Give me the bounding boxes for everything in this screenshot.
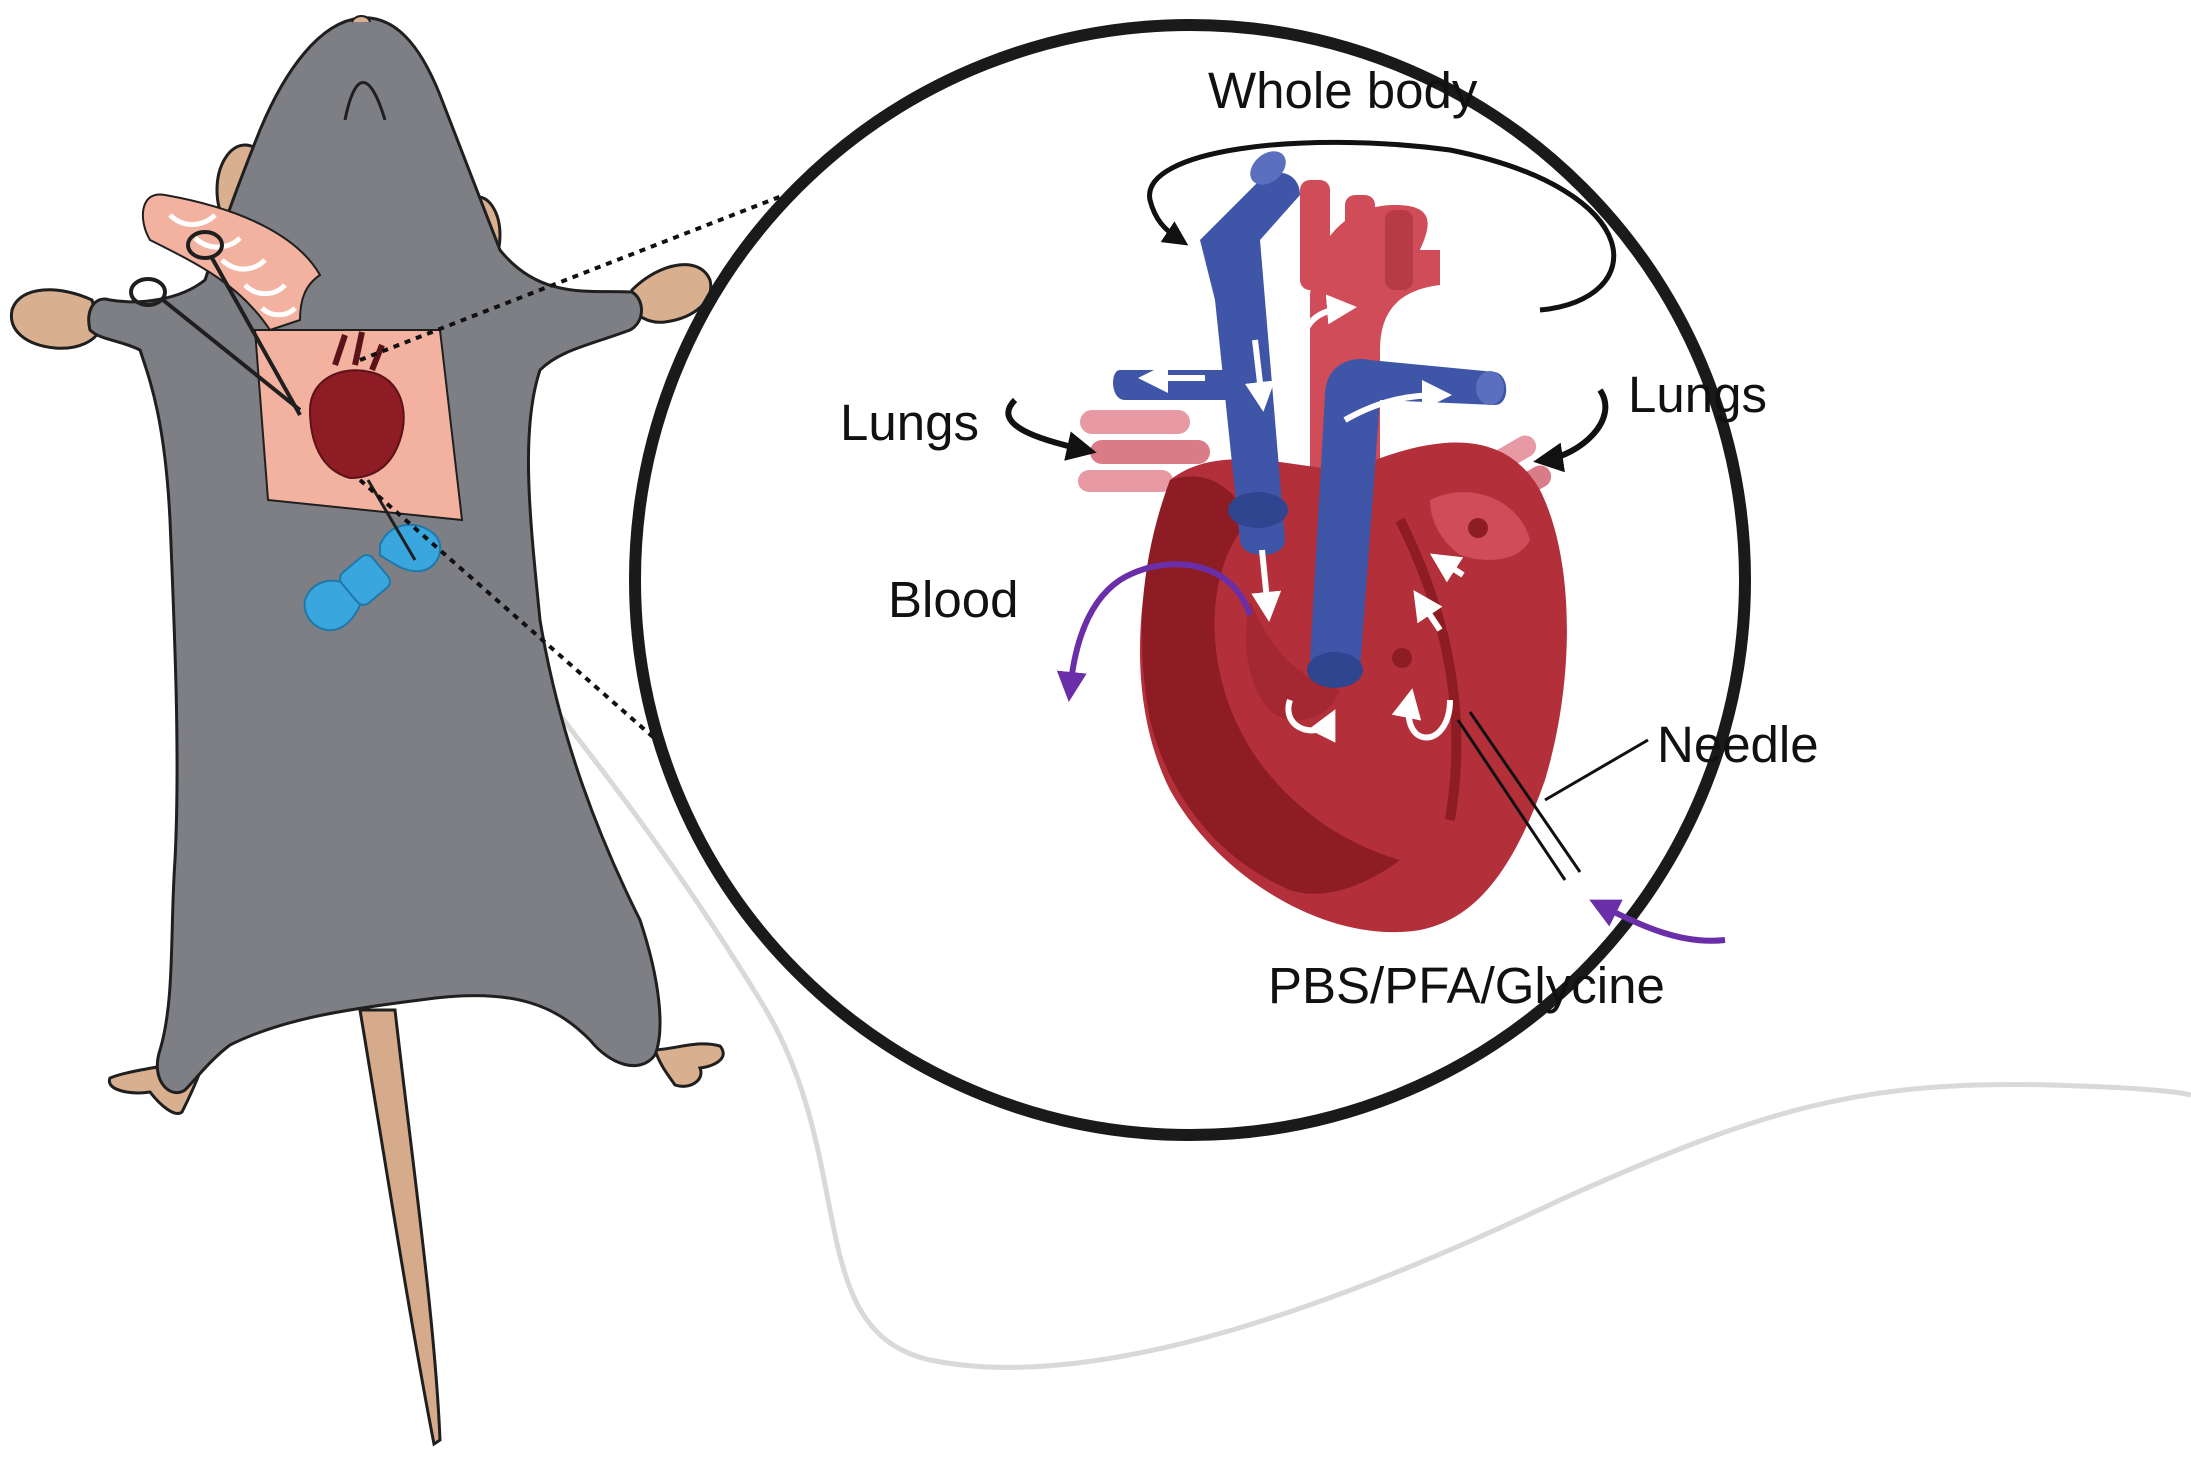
inner-shading (1246, 600, 1340, 721)
solution-in-arrow (1589, 899, 1726, 944)
pulmonary-vessels-left (1078, 410, 1210, 492)
needle-icon (1456, 711, 1582, 881)
aorta-branch-1 (1300, 180, 1330, 290)
scissors-icon (129, 230, 302, 416)
needle-leader-line (1544, 738, 1649, 802)
blood-out-arrow (1056, 561, 1253, 702)
chamber-1 (1468, 518, 1488, 538)
aorta-branch-3 (1385, 210, 1413, 290)
label-lungs-right: Lungs (1628, 366, 1767, 423)
inferior-vena-cava (1228, 492, 1288, 528)
label-needle: Needle (1657, 716, 1819, 773)
zoom-line-top (359, 78, 1081, 362)
mouse-front-paw-left (9, 288, 102, 350)
perfusion-tube (477, 608, 2191, 1370)
mouse-mouth (343, 81, 387, 121)
aorta-branch-2 (1345, 195, 1375, 290)
whole-body-arrow (1147, 139, 1617, 313)
lungs-left-arrow (1005, 397, 1097, 461)
vena-cava-opening (1250, 151, 1286, 185)
butterfly-needle-icon (303, 479, 442, 632)
pulmonary-artery-base (1307, 652, 1363, 688)
heart-ridge (1395, 517, 1462, 821)
skin-flap (142, 193, 322, 332)
label-lungs-left: Lungs (840, 394, 979, 451)
lungs-right-arrow (1533, 388, 1609, 473)
pulmonary-artery-end (1476, 371, 1504, 405)
chamber-2 (1392, 648, 1412, 668)
mouse-heart (308, 331, 405, 480)
label-solution: PBS/PFA/Glycine (1268, 957, 1665, 1014)
mouse-icon (9, 15, 725, 1447)
label-blood: Blood (888, 571, 1018, 628)
vena-cava-left-branch (1113, 370, 1230, 400)
mouse-nose (351, 15, 371, 23)
ribs (168, 213, 297, 318)
flow-arrows (1138, 294, 1465, 743)
pulmonary-artery (1310, 359, 1507, 670)
mouse-body (87, 16, 662, 1094)
vena-cava (1200, 172, 1300, 555)
heart-icon (1078, 151, 1567, 933)
mouse-tail (358, 1008, 442, 1447)
label-whole-body: Whole body (1208, 62, 1478, 119)
mouse-hind-paw-right (652, 1042, 725, 1088)
heart-shadow (1141, 476, 1400, 894)
